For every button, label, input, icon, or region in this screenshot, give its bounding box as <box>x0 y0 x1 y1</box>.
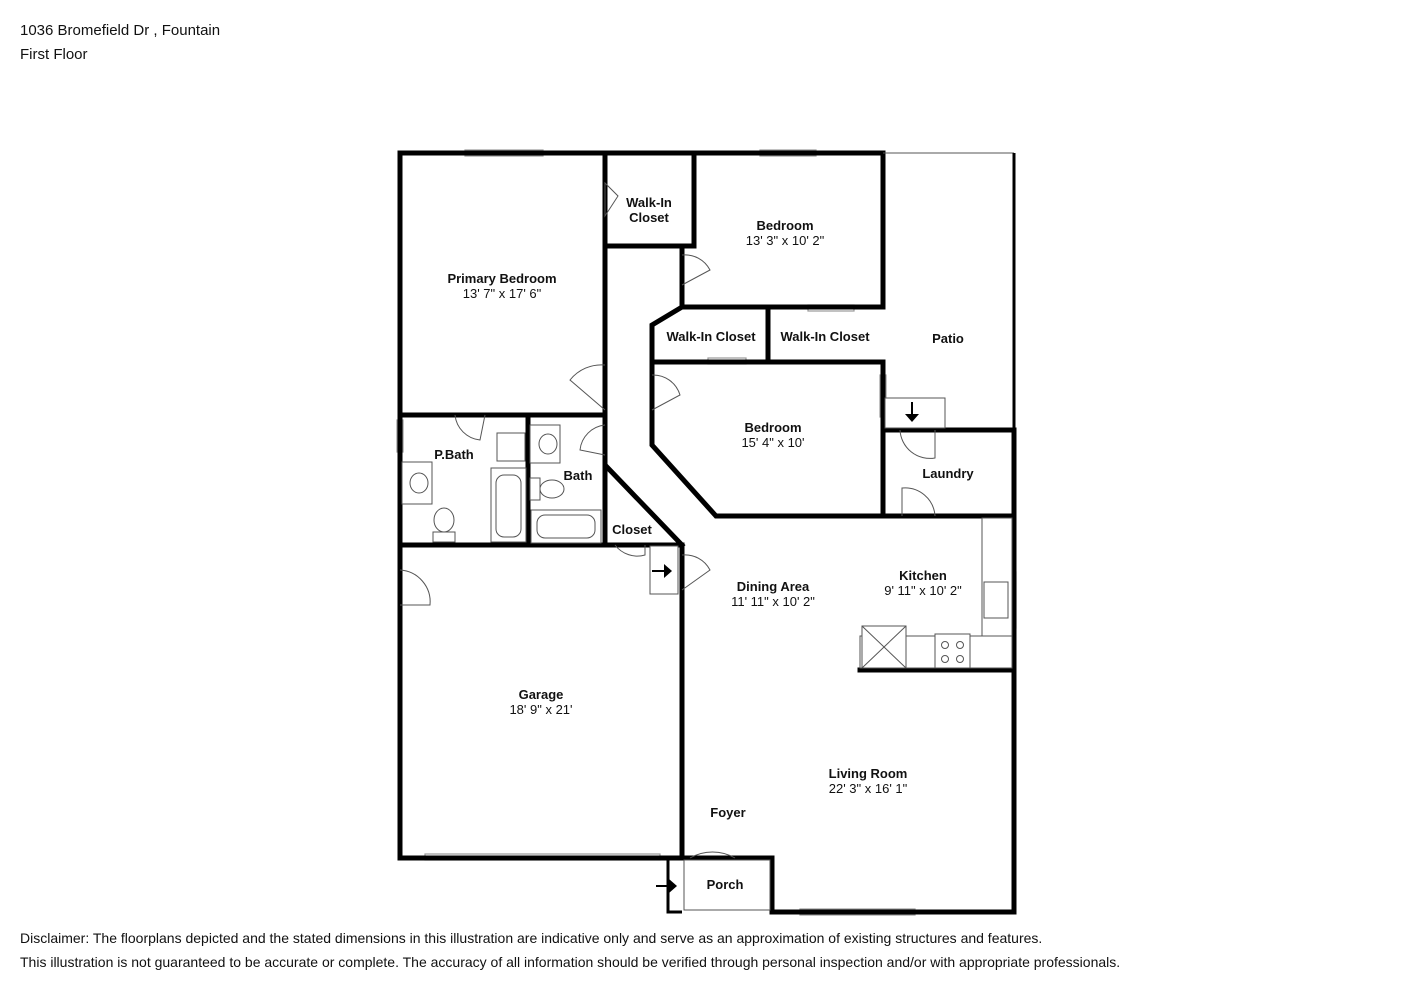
bedroom-top-name: Bedroom <box>756 218 813 233</box>
porch-name: Porch <box>707 877 744 892</box>
dining-area-dims: 11' 11" x 10' 2" <box>731 594 815 609</box>
kitchen-dims: 9' 11" x 10' 2" <box>884 583 962 598</box>
doors <box>399 181 936 859</box>
pbath-name: P.Bath <box>434 447 474 462</box>
garage-entry-arrowhead <box>664 564 672 578</box>
pbath-toilet-tank <box>432 531 456 543</box>
porch-entry-arrowhead <box>669 879 677 893</box>
primary-bedroom-name: Primary Bedroom <box>447 271 556 286</box>
pbath-toilet <box>433 507 455 533</box>
dining-area-name: Dining Area <box>737 579 810 594</box>
bath-toilet-tank <box>529 477 541 501</box>
laundry-name: Laundry <box>922 466 974 481</box>
closet-name: Closet <box>612 522 652 537</box>
disclaimer-line-1: Disclaimer: The floorplans depicted and … <box>20 930 1043 946</box>
pbath-tub-inner <box>495 474 522 538</box>
bedroom-middle-name: Bedroom <box>744 420 801 435</box>
patio-outline <box>883 152 1016 430</box>
kitchen-sink <box>983 581 1009 619</box>
living-room-dims: 22' 3" x 16' 1" <box>829 781 908 796</box>
living-room-name: Living Room <box>829 766 908 781</box>
pbath-linen <box>496 432 526 462</box>
primary-bedroom-dims: 13' 7" x 17' 6" <box>463 286 542 301</box>
bath-toilet <box>539 479 565 499</box>
garage-dims: 18' 9" x 21' <box>509 702 572 717</box>
bath-sink-basin <box>538 433 558 455</box>
kitchen-name: Kitchen <box>899 568 947 583</box>
property-address: 1036 Bromefield Dr , Fountain <box>20 22 221 39</box>
foyer-name: Foyer <box>710 805 745 820</box>
patio-entry-arrowhead <box>905 414 919 422</box>
room-labels: Primary Bedroom 13' 7" x 17' 6" Walk-In … <box>434 195 974 892</box>
bedroom-top-dims: 13' 3" x 10' 2" <box>746 233 825 248</box>
stove <box>934 633 971 669</box>
bath-name: Bath <box>564 468 593 483</box>
walkin-closet-top-line2: Closet <box>629 210 669 225</box>
floor-label: First Floor <box>20 46 88 63</box>
patio-name: Patio <box>932 331 964 346</box>
entry-arrows <box>652 402 919 893</box>
walls <box>397 150 1017 915</box>
bedroom-middle-dims: 15' 4" x 10' <box>741 435 804 450</box>
pbath-sink-basin <box>409 472 429 494</box>
walkin-closet-right-name: Walk-In Closet <box>780 329 870 344</box>
porch-area <box>683 859 771 911</box>
walkin-closet-left-name: Walk-In Closet <box>666 329 756 344</box>
fixtures <box>401 424 1013 911</box>
bath-tub-inner <box>536 514 596 539</box>
garage-name: Garage <box>519 687 564 702</box>
disclaimer-line-2: This illustration is not guaranteed to b… <box>20 954 1121 970</box>
walkin-closet-top-line1: Walk-In <box>626 195 672 210</box>
